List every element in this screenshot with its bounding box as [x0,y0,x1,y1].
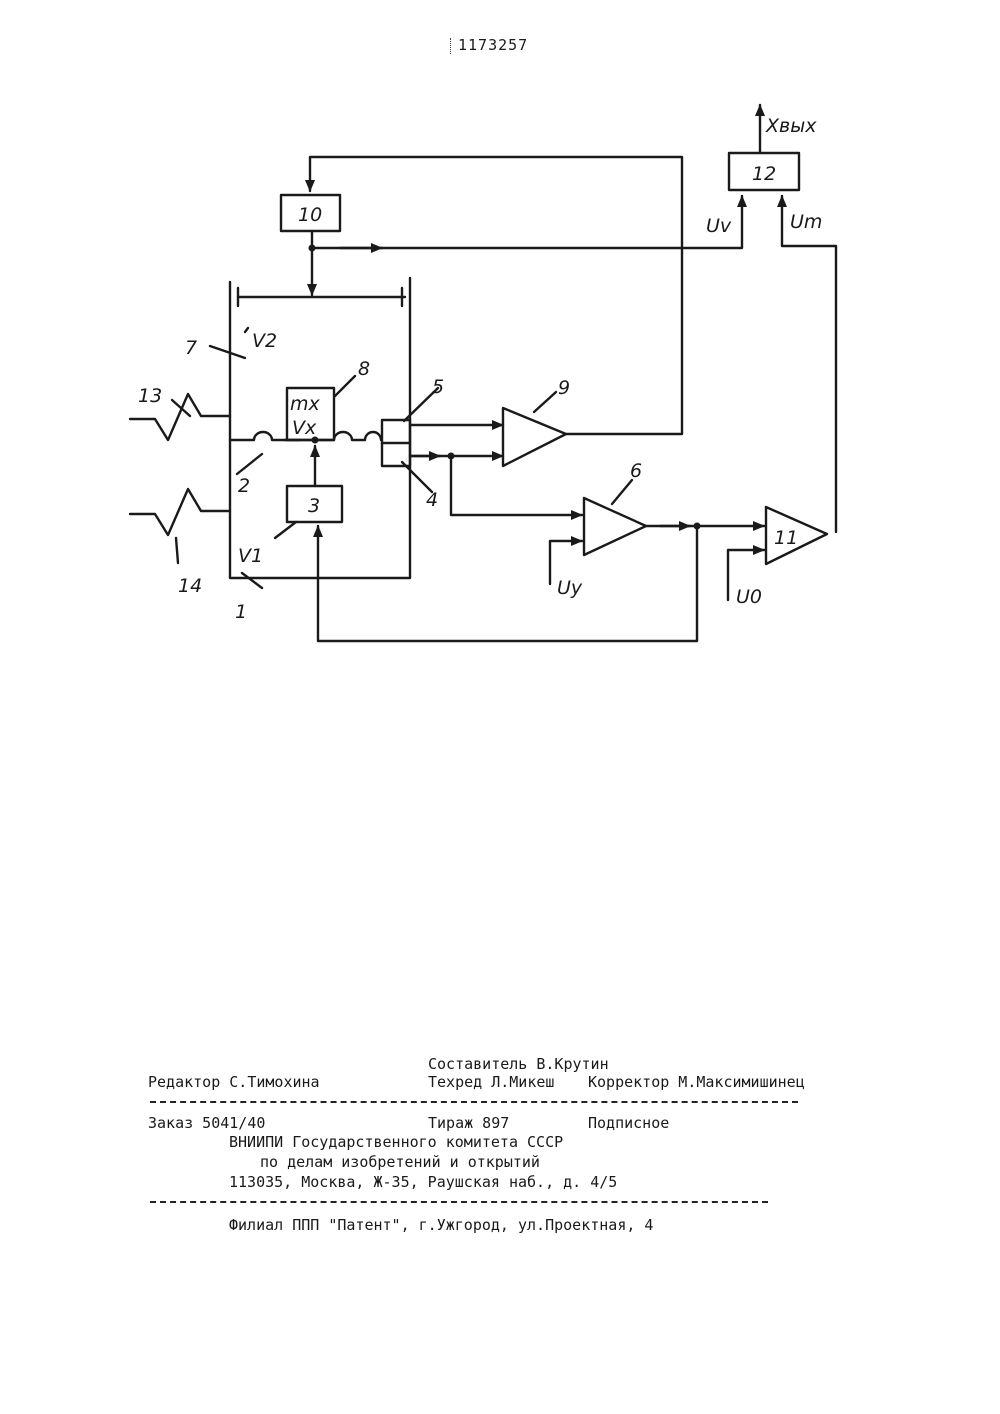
label-1: 1 [235,601,247,623]
label-mx: mx [290,393,321,415]
label-u0: U0 [736,586,762,608]
org-line-2: по делам изобретений и открытий [260,1153,540,1171]
circuit-diagram: 7 V2 8 mx Vx 5 9 13 2 3 4 6 14 V1 1 Uy 1… [0,0,1000,700]
label-um: Um [790,211,822,233]
techred: Техред Л.Микеш [428,1073,554,1091]
editor: Редактор С.Тимохина [148,1073,320,1091]
circulation: Тираж 897 [428,1114,509,1132]
label-11: 11 [774,527,798,549]
compiler: Составитель В.Крутин [428,1055,609,1073]
label-2: 2 [238,475,250,497]
node-dot [309,245,316,252]
node-dot [694,523,701,530]
org-address: 113035, Москва, Ж-35, Раушская наб., д. … [229,1173,617,1191]
label-13: 13 [138,385,162,407]
label-6: 6 [630,460,642,482]
pipe-14 [130,489,230,535]
order: Заказ 5041/40 [148,1114,265,1132]
node-dot [448,453,455,460]
label-14: 14 [178,575,202,597]
corrector: Корректор М.Максимишинец [588,1073,805,1091]
amplifier-6 [584,498,646,555]
label-5: 5 [432,376,444,398]
label-8: 8 [358,358,370,380]
label-4: 4 [426,489,438,511]
label-xout: Xвых [765,115,817,137]
label-9: 9 [558,377,570,399]
label-10: 10 [298,204,322,226]
label-uy: Uy [557,577,583,599]
label-12: 12 [752,163,776,185]
label-vx: Vx [292,417,317,439]
org-line-1: ВНИИПИ Государственного комитета СССР [229,1133,563,1151]
divider-top [150,1101,798,1103]
label-v1: V1 [238,545,263,567]
label-uv: Uv [706,215,732,237]
branch: Филиал ППП "Патент", г.Ужгород, ул.Проек… [229,1216,653,1234]
label-7: 7 [185,337,197,359]
divider-bottom [150,1201,768,1203]
label-v2: V2 [252,330,277,352]
amplifier-9 [503,408,566,466]
subscription: Подписное [588,1114,669,1132]
label-3: 3 [308,495,320,517]
